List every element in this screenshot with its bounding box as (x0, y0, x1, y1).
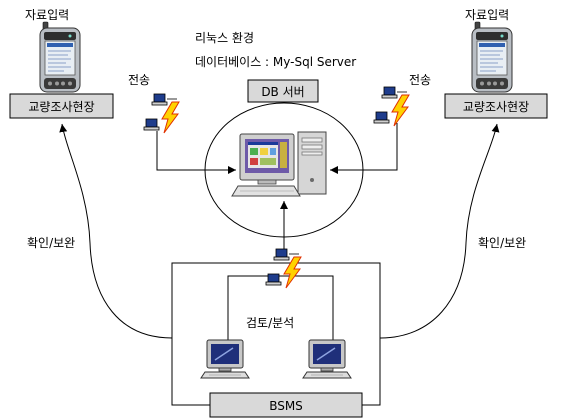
server-env-label: 리눅스 환경 (195, 31, 254, 45)
right-transfer-label: 전송 (409, 73, 431, 87)
db-server-box: DB 서버 (247, 79, 319, 103)
left-site-label: 교량조사현장 (28, 100, 94, 114)
left-feedback-label: 확인/보완 (27, 236, 75, 250)
left-feedback-arrow (59, 123, 173, 339)
left-input-label: 자료입력 (25, 8, 69, 22)
desktop-computer-icon (302, 339, 352, 379)
bsms-label: BSMS (269, 399, 303, 413)
left-transfer-line (156, 131, 236, 174)
db-server-label: DB 서버 (261, 85, 304, 99)
wireless-link-icon (373, 86, 410, 127)
left-transfer-label: 전송 (128, 73, 150, 87)
wireless-link-icon (265, 248, 302, 289)
left-site-box: 교량조사현장 (9, 93, 114, 119)
right-transfer-line (330, 123, 398, 174)
right-site-box: 교량조사현장 (444, 93, 548, 119)
bsms-network-line (227, 275, 334, 341)
pda-icon (39, 21, 81, 93)
review-label: 검토/분석 (246, 316, 294, 330)
desktop-computer-icon (200, 339, 250, 379)
right-feedback-arrow (379, 123, 500, 339)
bsms-box: BSMS (209, 392, 363, 418)
right-site-label: 교량조사현장 (463, 100, 529, 114)
pda-icon (471, 21, 513, 93)
server-computer-icon (231, 131, 327, 197)
right-feedback-label: 확인/보완 (478, 236, 526, 250)
right-input-label: 자료입력 (465, 8, 509, 22)
server-db-label: 데이터베이스 : My-Sql Server (195, 55, 356, 69)
wireless-link-icon (143, 93, 180, 134)
